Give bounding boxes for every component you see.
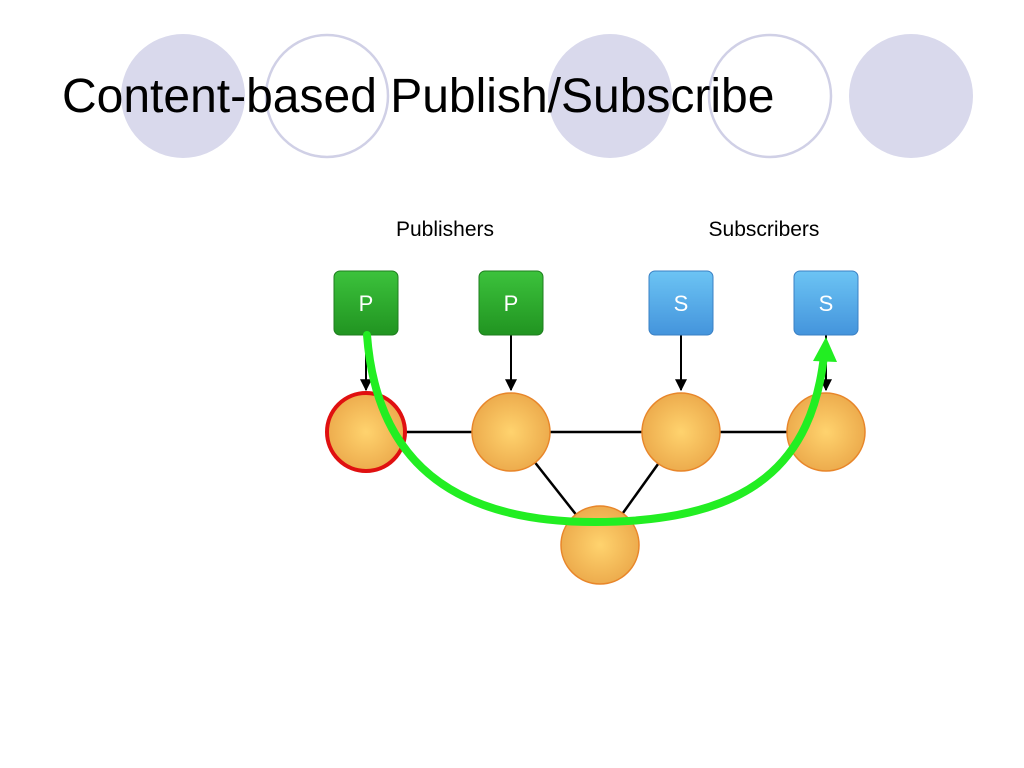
- subscriber-letter: S: [819, 291, 834, 316]
- slide-title: Content-based Publish/Subscribe: [62, 70, 775, 123]
- publisher-letter: P: [359, 291, 374, 316]
- subscriber-node-1: S: [648, 270, 714, 336]
- deco-circle-filled: [548, 34, 672, 158]
- publisher-letter: P: [504, 291, 519, 316]
- publishers-label: Publishers: [396, 218, 494, 241]
- message-path-arrowhead: [813, 337, 837, 362]
- broker-node-3: [641, 392, 721, 472]
- broker-node-4: [786, 392, 866, 472]
- decorative-circles: [121, 33, 973, 159]
- publisher-node-1: P: [333, 270, 399, 336]
- broker-node-2: [471, 392, 551, 472]
- subscribers-label: Subscribers: [709, 218, 820, 241]
- deco-circle-filled: [121, 34, 245, 158]
- deco-circle-outline: [707, 33, 833, 159]
- subscriber-node-2: S: [793, 270, 859, 336]
- message-path-curve: [363, 331, 828, 527]
- deco-circle-outline: [264, 33, 390, 159]
- publisher-node-2: P: [478, 270, 544, 336]
- deco-circle-filled: [849, 34, 973, 158]
- subscriber-letter: S: [674, 291, 689, 316]
